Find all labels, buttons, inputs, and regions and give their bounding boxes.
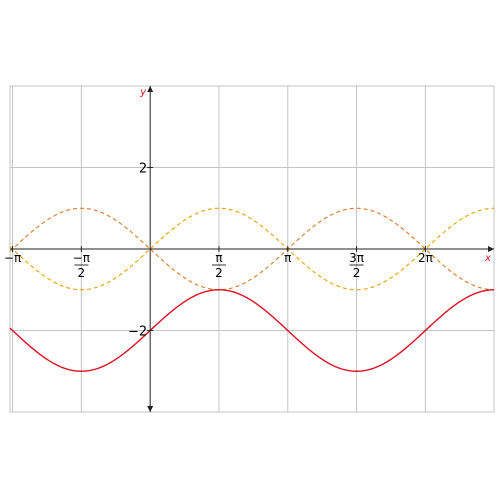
x-tick-label-denominator-2: 2 bbox=[215, 266, 223, 280]
y-tick-label-0: 2 bbox=[139, 162, 147, 177]
x-tick-label-3: π bbox=[284, 251, 291, 265]
y-axis-arrowhead-top bbox=[147, 86, 154, 92]
y-tick-label-1: −2 bbox=[128, 325, 147, 340]
series-line-2 bbox=[9, 289, 495, 372]
x-axis-arrowhead bbox=[488, 246, 494, 252]
series-line-1 bbox=[9, 207, 495, 291]
axes: x y bbox=[10, 86, 494, 412]
x-tick-label-numerator-4: 3π bbox=[349, 251, 364, 265]
y-axis-arrowhead-bottom bbox=[147, 406, 154, 412]
x-tick-label-denominator-1: 2 bbox=[78, 266, 86, 280]
series-layer bbox=[9, 207, 495, 372]
x-tick-label-numerator-1: −π bbox=[73, 251, 90, 265]
grid-lines bbox=[10, 85, 494, 413]
x-tick-label-5: 2π bbox=[418, 251, 433, 265]
x-tick-label-denominator-4: 2 bbox=[353, 266, 361, 280]
series-line-0 bbox=[9, 207, 495, 291]
x-axis-label: x bbox=[484, 253, 491, 264]
x-tick-label-0: −π bbox=[4, 251, 21, 265]
y-axis-label: y bbox=[139, 87, 147, 98]
x-tick-label-numerator-2: π bbox=[215, 251, 222, 265]
